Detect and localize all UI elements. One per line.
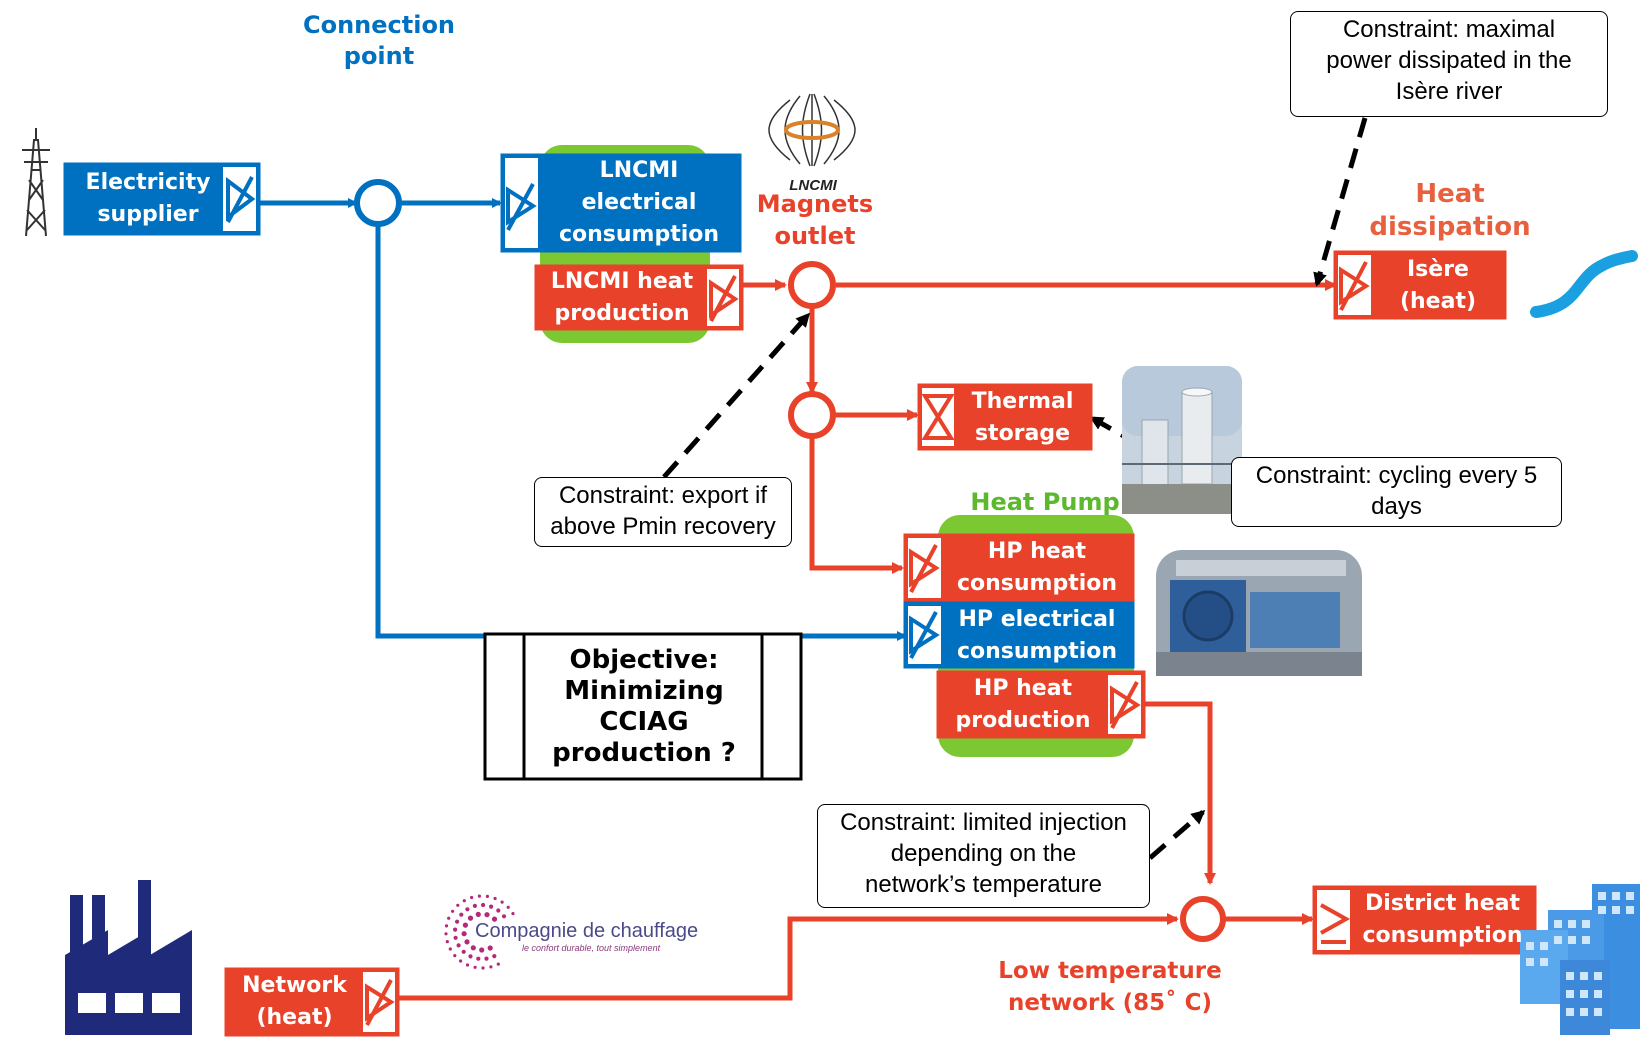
ccp-logo-dot <box>481 902 486 908</box>
pylon-icon <box>22 128 50 237</box>
ccp-logo-dot <box>496 962 500 966</box>
heat-pump-photo <box>1156 550 1362 676</box>
box-district-heat <box>1312 885 1537 955</box>
lncmi-heat-box: LNCMI heat production <box>550 269 694 326</box>
network-heat-box: Network (heat) <box>242 973 347 1030</box>
ccp-logo-dot <box>473 965 477 969</box>
network-node <box>1180 896 1226 942</box>
ccp-logo-dot <box>465 907 470 912</box>
tank-photo <box>1122 366 1242 514</box>
ccp-logo-dot <box>470 895 474 900</box>
low-temp-network-label: Low temperature network (85˚ C) <box>998 958 1222 1016</box>
ccp-logo-dot <box>491 916 498 922</box>
district-heat-box: District heat consumption <box>1362 891 1523 948</box>
ccp-logo-dot <box>459 959 463 963</box>
ccp-logo-dot <box>467 915 474 921</box>
ccp-logo-dot <box>459 912 464 917</box>
ccp-logo-dot <box>489 965 493 969</box>
box-electricity-supplier <box>63 162 261 236</box>
ccp-logo-dot <box>453 935 458 940</box>
magnets-outlet-label: Magnets outlet <box>756 190 874 250</box>
lncmi-elec-box: LNCMI electrical consumption <box>558 158 720 247</box>
heat-dissipation-label: Heat dissipation <box>1369 179 1531 242</box>
ccp-logo-dot <box>444 932 448 936</box>
ccp-logo-dot <box>477 894 481 898</box>
ccp-logo-dot <box>481 966 485 970</box>
objective-box <box>483 632 803 781</box>
storage-split-node <box>788 391 836 439</box>
ccp-logo-dot <box>485 894 489 899</box>
isere-box: Isère (heat) <box>1399 257 1477 314</box>
ccp-logo-dot <box>501 914 507 919</box>
ccp-logo-name: Compagnie de chauffage <box>475 920 699 942</box>
box-network-heat <box>224 967 400 1037</box>
box-hp-elec-cons <box>903 601 1135 669</box>
hp-heat-cons-box: HP heat consumption <box>956 539 1118 596</box>
ccp-logo-dot <box>484 912 490 918</box>
ccp-logo-dot <box>444 924 449 928</box>
heat-flows <box>398 279 1337 1001</box>
electricity-supplier-box: Electricity supplier <box>85 170 211 227</box>
ccp-logo-dot <box>492 954 497 959</box>
ccp-logo-dot <box>445 940 449 944</box>
ccp-logo-dot <box>456 903 460 907</box>
hp-elec-cons-box: HP electrical consumption <box>956 607 1118 664</box>
connection-point-label: Connection point <box>302 11 456 71</box>
ccp-logo-dot <box>453 927 458 932</box>
constraint-isere: Constraint: maximal power dissipated in … <box>1290 11 1608 117</box>
connection-node <box>354 179 402 227</box>
ccp-logo-dot <box>475 911 481 918</box>
ccp-logo-dot <box>500 900 504 904</box>
lncmi-logo-text: LNCMI <box>789 177 837 194</box>
ccp-logo-dot <box>465 963 470 967</box>
ccp-logo-dot <box>461 931 467 937</box>
ccp-logo-dot <box>464 939 470 945</box>
ccp-logo-dot <box>487 945 493 951</box>
objective-text: Objective: Minimizing CCIAG production ? <box>552 645 736 768</box>
hp-heat-prod-box: HP heat production <box>955 676 1091 733</box>
ccp-logo-dot <box>472 903 477 909</box>
ccp-logo-dot <box>451 909 455 913</box>
constraint-injection: Constraint: limited injection depending … <box>817 804 1150 908</box>
buildings-icon <box>1520 884 1640 1035</box>
ccp-logo-dot <box>511 912 515 916</box>
ccp-logo-dot <box>470 945 476 951</box>
ccp-logo-dots <box>444 894 515 970</box>
ccp-logo-dot <box>484 956 489 961</box>
ccp-logo-dot <box>493 896 497 901</box>
ccp-logo-dot <box>468 954 473 959</box>
constraint-cycling: Constraint: cycling every 5 days <box>1231 457 1562 527</box>
constraint-export: Constraint: export if above Pmin recover… <box>534 477 792 547</box>
box-hp-heat-prod <box>936 670 1146 739</box>
box-isere <box>1333 250 1507 320</box>
ccp-logo-dot <box>461 949 466 954</box>
heat-pump-label: Heat Pump <box>970 488 1120 516</box>
thermal-storage-box: Thermal storage <box>971 389 1074 446</box>
ccp-logo-tagline: le confort durable, tout simplement <box>522 943 661 953</box>
box-lncmi-elec <box>500 153 742 253</box>
ccp-logo-dot <box>448 947 452 951</box>
magnets-outlet-node <box>788 261 836 309</box>
ccp-logo-dot <box>453 954 457 958</box>
box-thermal-storage <box>917 383 1093 451</box>
river-icon <box>1530 250 1638 318</box>
ccp-logo-dot <box>479 947 485 953</box>
factory-icon <box>65 880 192 1035</box>
ccp-logo-dot <box>447 916 451 920</box>
box-lncmi-heat <box>534 264 744 331</box>
ccp-logo-dot <box>456 943 461 948</box>
magnet-icon <box>768 93 856 167</box>
box-hp-heat-cons <box>903 533 1135 603</box>
ccp-logo-dot <box>462 899 466 903</box>
ccp-logo-dot <box>489 904 494 909</box>
ccp-logo-dot <box>455 919 460 924</box>
ccp-logo-dot <box>476 956 481 961</box>
ccp-logo-dot <box>496 908 501 913</box>
ccp-logo-dot <box>506 905 510 909</box>
ccp-logo-dot <box>462 922 468 928</box>
